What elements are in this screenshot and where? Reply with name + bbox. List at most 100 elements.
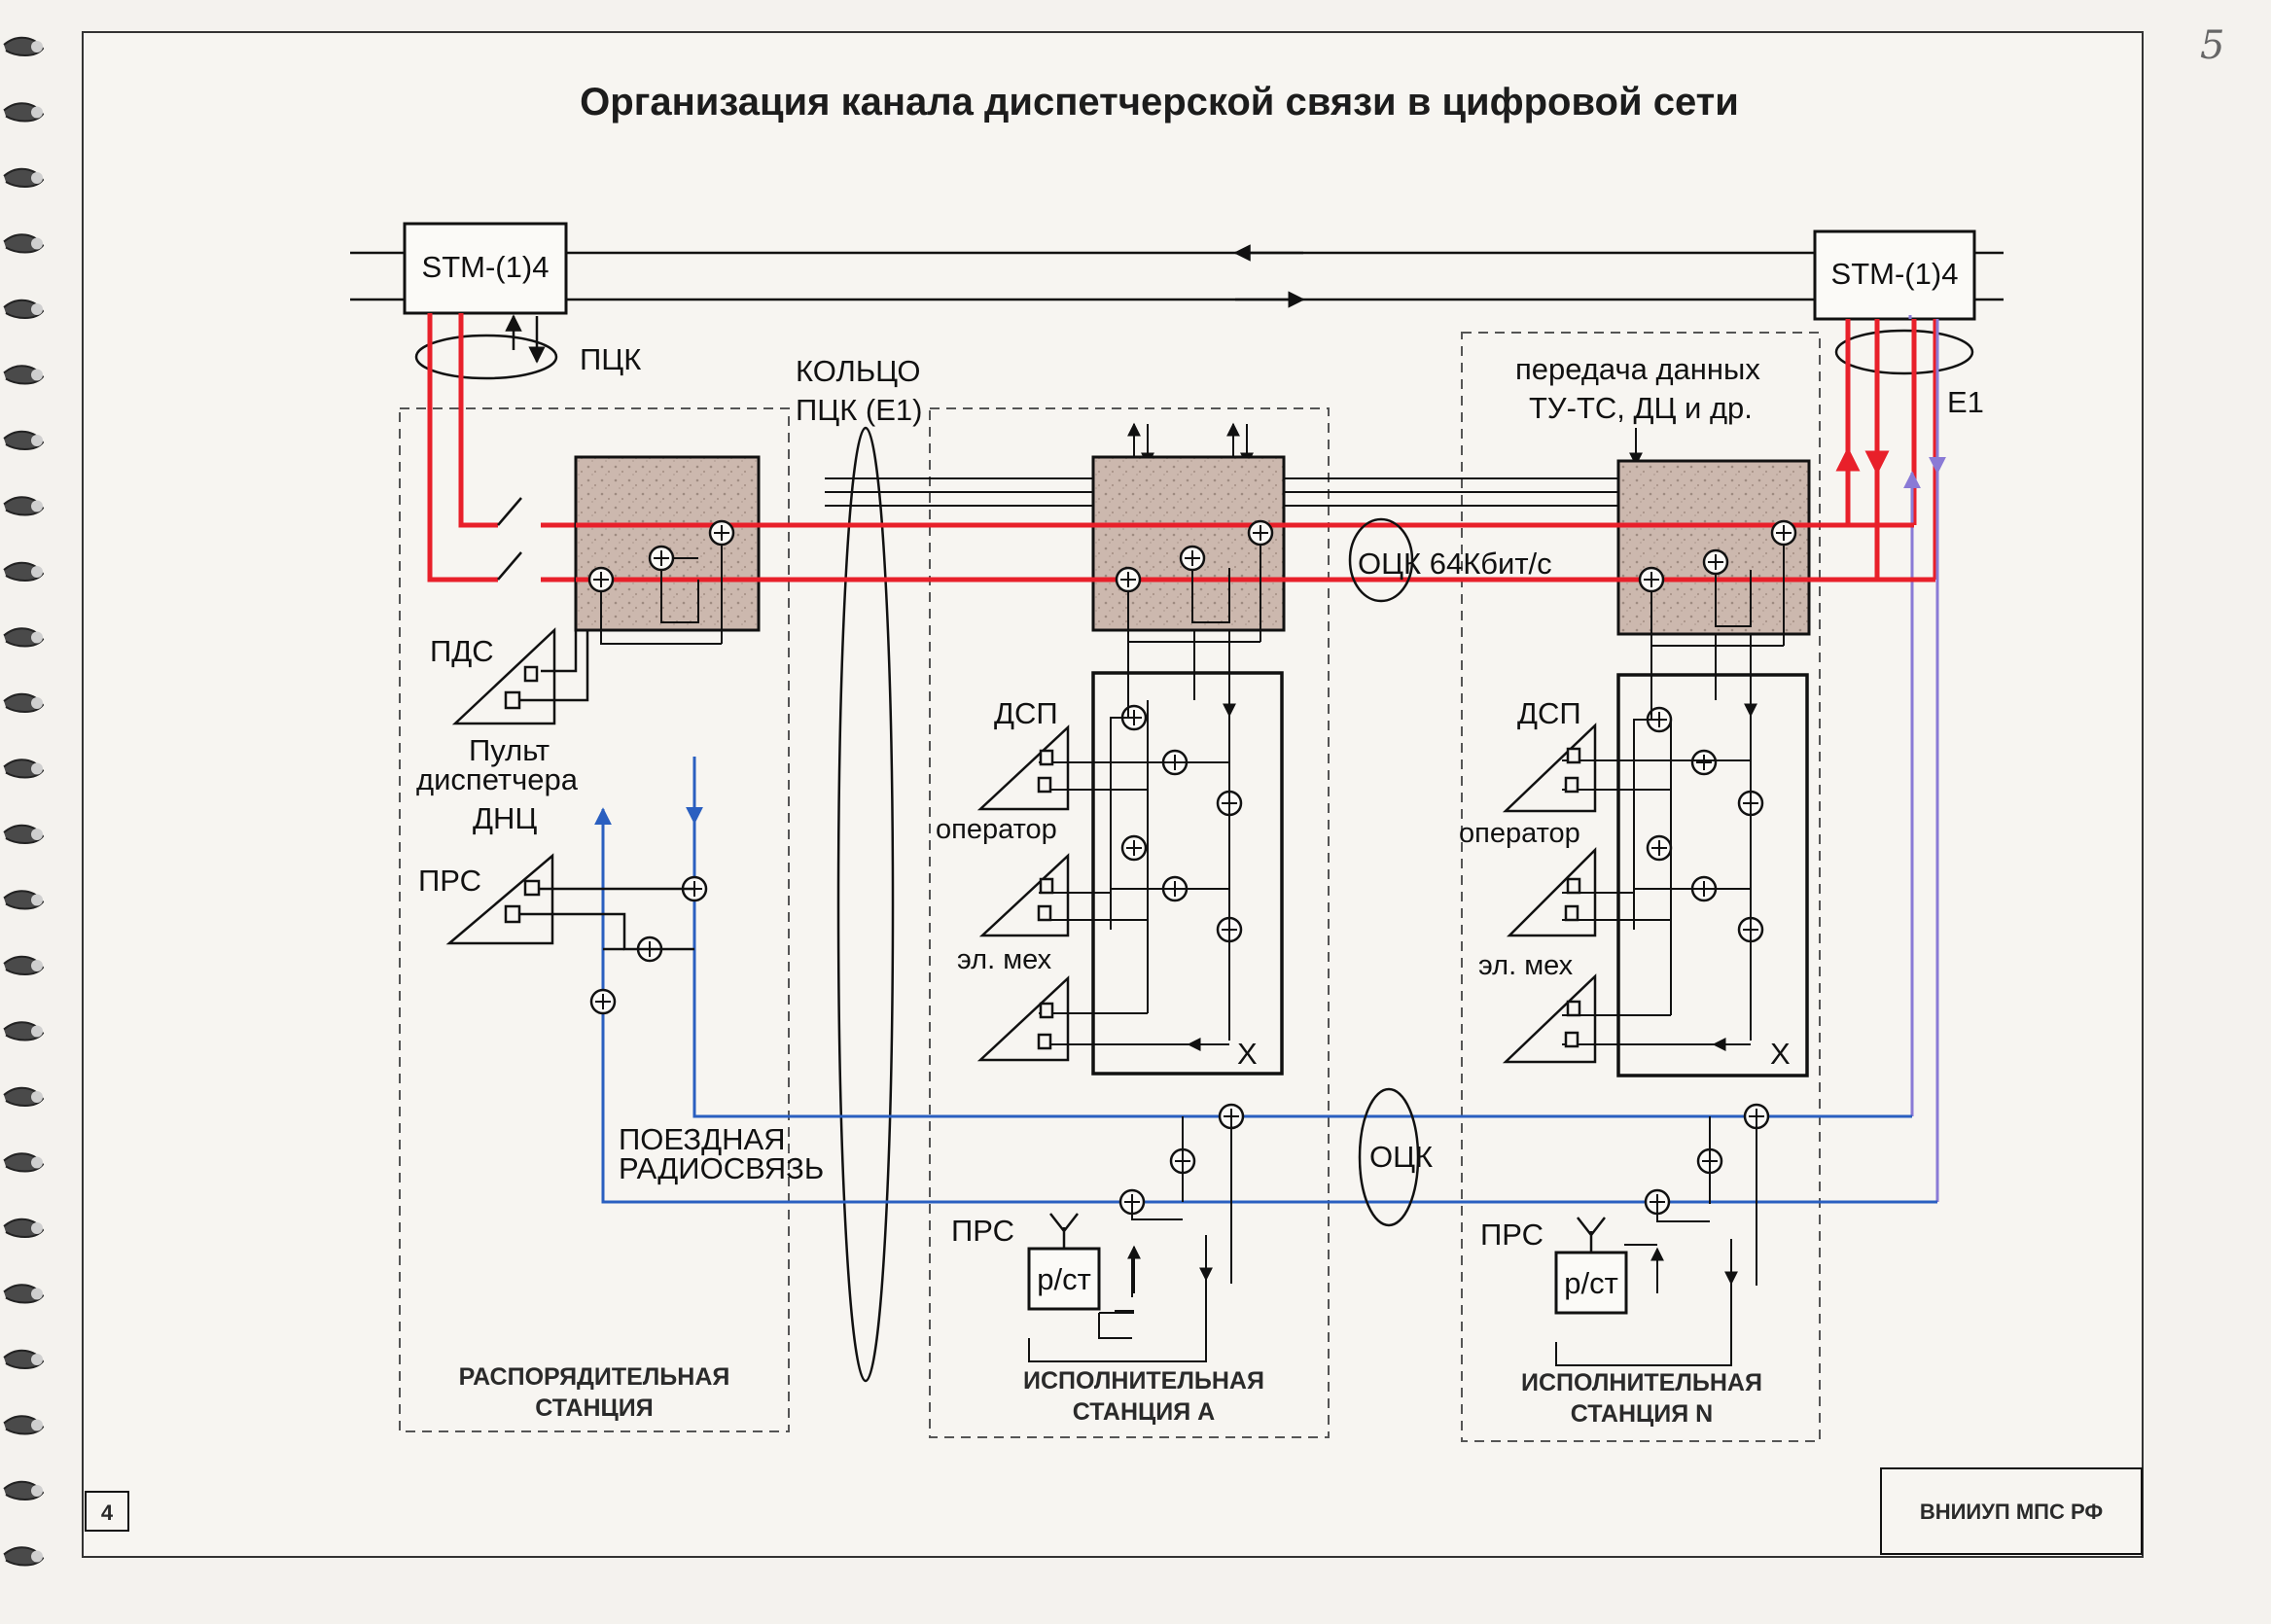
adder-node (1179, 545, 1206, 572)
ring-label-line2: ПЦК (Е1) (796, 393, 922, 427)
adder-node (1646, 834, 1673, 862)
terminals-a (976, 724, 1070, 1062)
radio-label-line1: ПОЕЗДНАЯ (619, 1122, 786, 1156)
binding-ring (3, 1284, 45, 1304)
binding-ring (3, 365, 45, 385)
switch-unit-dispatch (574, 455, 761, 632)
prs-label-dispatch: ПРС (418, 864, 481, 898)
binding-ring (3, 496, 45, 516)
binding-ring (3, 1086, 45, 1107)
binding-ring (3, 890, 45, 910)
e1-label: E1 (1947, 385, 1984, 419)
handwritten-mark: 5 (2200, 23, 2224, 68)
x-mark-a: X (1237, 1037, 1258, 1071)
page-number: 4 (101, 1500, 114, 1525)
dispatcher-console-pds (451, 627, 589, 725)
operator-wiring-n (1562, 634, 1752, 1045)
otsk-label: ОЦК (1369, 1140, 1433, 1174)
adder-node (587, 566, 615, 593)
dispatch-station-caption-line2: СТАНЦИЯ (535, 1395, 653, 1422)
exec-n-caption-line1: ИСПОЛНИТЕЛЬНАЯ (1521, 1369, 1762, 1396)
ptsk-marker (414, 314, 558, 380)
exec-a-caption-line1: ИСПОЛНИТЕЛЬНАЯ (1023, 1367, 1264, 1395)
operator-label-a: оператор (936, 814, 1057, 845)
adder-node (589, 988, 617, 1015)
otsk-64-label: ОЦК 64Кбит/с (1358, 547, 1552, 581)
binding-ring (3, 1349, 45, 1369)
binding-ring (3, 1480, 45, 1500)
ptsk-label: ПЦК (580, 342, 641, 376)
exec-n-caption-line2: СТАНЦИЯ N (1571, 1400, 1713, 1428)
pds-label: ПДС (430, 634, 494, 668)
radio-wiring-n (1555, 1116, 1757, 1366)
exec-station-n-area (1461, 332, 1821, 1442)
binding-ring (3, 1546, 45, 1567)
radio-station-n: р/ст (1554, 1217, 1628, 1315)
prs-label-n: ПРС (1480, 1218, 1544, 1252)
page-number-box: 4 (85, 1491, 129, 1532)
adder-node (708, 519, 735, 547)
exec-a-caption-line2: СТАНЦИЯ А (1073, 1398, 1215, 1426)
x-mark-n: X (1770, 1037, 1791, 1071)
antenna-icon (1049, 1213, 1079, 1249)
binding-ring (3, 167, 45, 188)
adder-node (1702, 548, 1729, 576)
binding-ring (3, 299, 45, 319)
red-channel-over (576, 522, 1935, 583)
footer-org: ВНИИУП МПС РФ (1920, 1500, 2104, 1524)
binding-ring (3, 1152, 45, 1173)
adder-node (648, 545, 675, 572)
dsp-label-n: ДСП (1517, 696, 1581, 730)
radio-label-line2: РАДИОСВЯЗЬ (619, 1151, 824, 1185)
dispatch-station-area (399, 407, 790, 1432)
switch-contacts (497, 497, 522, 581)
stm-mux-right-label: STM-(1)4 (1831, 257, 1959, 291)
adder-node (1646, 706, 1673, 733)
binding-ring (3, 233, 45, 254)
console-label-line3: ДНЦ (473, 801, 537, 835)
antenna-icon (1577, 1217, 1606, 1253)
ring-ptsk-ellipse (836, 426, 895, 1383)
dispatch-station-caption-line1: РАСПОРЯДИТЕЛЬНАЯ (459, 1363, 730, 1391)
adder-node (1247, 519, 1274, 547)
otsk-marker (1358, 1087, 1420, 1227)
e1-marker (1834, 329, 1974, 375)
adder-node (1690, 749, 1718, 776)
stm-mux-left: STM-(1)4 (403, 222, 568, 315)
adder-node (1638, 566, 1665, 593)
blue-channel (601, 819, 1937, 1204)
binding-ring (3, 430, 45, 450)
binding-ring (3, 1218, 45, 1238)
dsp-label-a: ДСП (994, 696, 1058, 730)
stm-mux-right: STM-(1)4 (1813, 229, 1976, 321)
binding-ring (3, 692, 45, 713)
console-label-line1: Пульт (469, 733, 550, 767)
operator-label-n: оператор (1459, 818, 1580, 849)
console-label-line2: диспетчера (416, 762, 579, 796)
radio-wiring-a (1028, 1116, 1232, 1362)
binding-ring (3, 759, 45, 779)
ring-label-line1: КОЛЬЦО (796, 354, 921, 388)
radio-station-a: р/ст (1027, 1213, 1101, 1311)
binding-ring (3, 1021, 45, 1041)
diagram-title: Организация канала диспетчерской связи в… (580, 81, 1739, 124)
binding-ring (3, 102, 45, 123)
otsk-64-marker (1348, 517, 1414, 603)
prs-label-a: ПРС (951, 1214, 1014, 1248)
spiral-binding (3, 36, 45, 1567)
switch-unit-a (1091, 455, 1286, 632)
binding-ring (3, 36, 45, 56)
switch-unit-n (1616, 459, 1811, 636)
terminals-n (1502, 723, 1597, 1064)
dispatcher-prs-terminal (445, 853, 694, 951)
adder-node (1770, 519, 1797, 547)
binding-ring (3, 627, 45, 648)
operator-block-a (1091, 671, 1284, 1076)
sdh-trunk (350, 251, 2004, 301)
el-meh-label-a: эл. мех (957, 944, 1052, 975)
station-boundaries (399, 332, 1821, 1442)
adder-node (1115, 566, 1142, 593)
el-meh-label-n: эл. мех (1478, 950, 1574, 981)
radio-station-a-label: р/ст (1037, 1262, 1091, 1296)
